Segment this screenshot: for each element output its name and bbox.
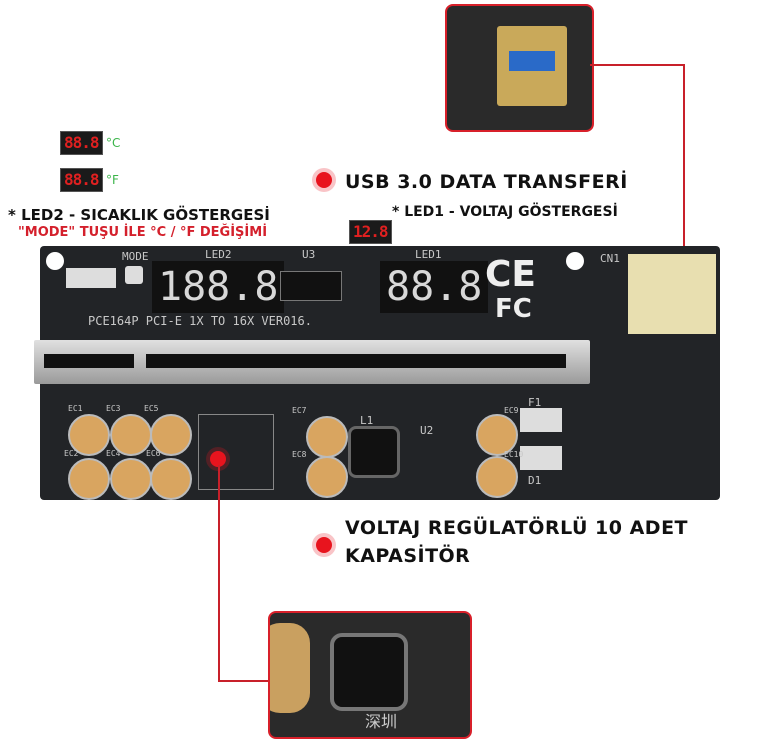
callout-dot xyxy=(210,451,226,467)
model-text: PCE164P PCI-E 1X TO 16X VER016. xyxy=(88,314,312,328)
u2-label: U2 xyxy=(420,424,434,437)
ec6-label: EC6 xyxy=(146,449,161,458)
riser-board: MODE LED2 188.8 U3 LED1 88.8 CE FC CN1 P… xyxy=(34,246,720,500)
fahrenheit-unit: °F xyxy=(106,173,119,187)
led2-title: * LED2 - SICAKLIK GÖSTERGESİ xyxy=(8,206,270,224)
fahrenheit-display: 88.8 xyxy=(60,168,103,192)
led2-subtitle: "MODE" TUŞU İLE °C / °F DEĞİŞİMİ xyxy=(18,225,268,240)
capacitor xyxy=(476,414,518,456)
capacitor-image xyxy=(270,623,310,713)
connector-line xyxy=(218,465,220,681)
slot-opening xyxy=(146,354,566,368)
usb-callout: USB 3.0 DATA TRANSFERİ xyxy=(345,171,628,193)
l1-label: L1 xyxy=(360,414,374,427)
led-indicators xyxy=(66,268,116,288)
connector-line xyxy=(218,680,270,682)
ec4-label: EC4 xyxy=(106,449,121,458)
pcie-x16-slot xyxy=(34,340,590,384)
cn1-label: CN1 xyxy=(600,252,620,265)
regulator-callout-line2: KAPASİTÖR xyxy=(345,545,471,567)
inductor-l1 xyxy=(348,426,400,478)
ec7-label: EC7 xyxy=(292,406,307,415)
voltage-regulator xyxy=(198,414,274,490)
d1-label: D1 xyxy=(528,474,542,487)
connector-line xyxy=(590,64,684,66)
usb-connector xyxy=(628,254,716,334)
callout-dot xyxy=(316,537,332,553)
mode-button xyxy=(125,266,143,284)
led1-display-sample: 12.8 xyxy=(349,220,392,244)
capacitor xyxy=(110,458,152,500)
inductor-image xyxy=(330,633,408,711)
ec10-label: EC10 xyxy=(504,450,524,459)
watermark: 深圳 xyxy=(365,712,398,731)
led1-title: * LED1 - VOLTAJ GÖSTERGESİ xyxy=(392,204,618,220)
capacitor xyxy=(150,458,192,500)
mount-hole xyxy=(46,252,64,270)
ec8-label: EC8 xyxy=(292,450,307,459)
u3-label: U3 xyxy=(302,248,316,261)
ec2-label: EC2 xyxy=(64,449,79,458)
capacitor xyxy=(476,456,518,498)
fuse-f1 xyxy=(520,408,562,432)
f1-label: F1 xyxy=(528,396,542,409)
capacitor xyxy=(306,456,348,498)
slot-key xyxy=(44,354,134,368)
regulator-callout-line1: VOLTAJ REGÜLATÖRLÜ 10 ADET xyxy=(345,517,689,539)
ec9-label: EC9 xyxy=(504,406,519,415)
led2-display: 188.8 xyxy=(152,261,285,313)
led2-label: LED2 xyxy=(205,248,232,261)
inductor-closeup: 深圳 xyxy=(268,611,472,739)
capacitor xyxy=(68,414,110,456)
callout-dot xyxy=(316,172,332,188)
capacitor xyxy=(68,458,110,500)
diode-d1 xyxy=(520,446,562,470)
ce-mark: CE xyxy=(485,254,537,295)
ec5-label: EC5 xyxy=(144,404,159,413)
led1-display: 88.8 xyxy=(380,261,489,313)
u3-chip xyxy=(280,271,342,301)
capacitor xyxy=(306,416,348,458)
connector-line xyxy=(683,64,685,272)
usb-port-closeup xyxy=(445,4,594,132)
celsius-unit: °C xyxy=(106,136,121,150)
mount-hole xyxy=(566,252,584,270)
led1-label: LED1 xyxy=(415,248,442,261)
usb-tongue xyxy=(509,51,555,71)
ec3-label: EC3 xyxy=(106,404,121,413)
celsius-display: 88.8 xyxy=(60,131,103,155)
capacitor xyxy=(150,414,192,456)
mode-label: MODE xyxy=(122,250,149,263)
ec1-label: EC1 xyxy=(68,404,83,413)
capacitor xyxy=(110,414,152,456)
fc-mark: FC xyxy=(495,294,532,324)
